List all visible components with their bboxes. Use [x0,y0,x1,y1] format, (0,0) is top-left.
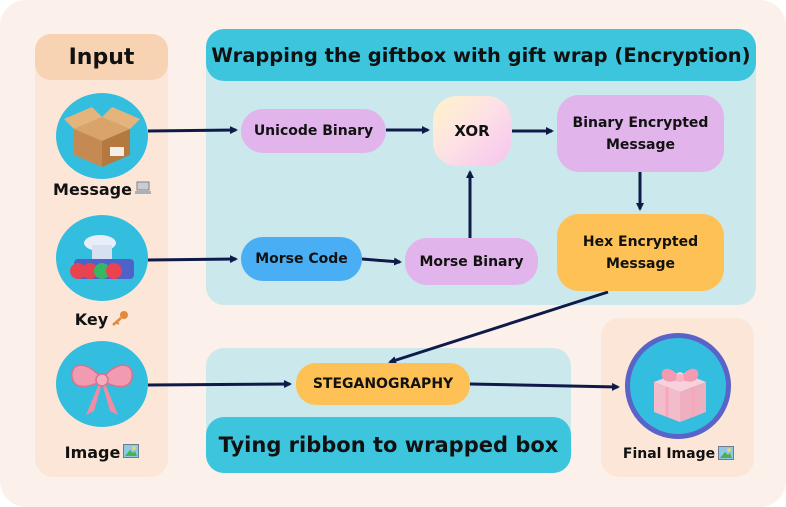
key-icon [111,310,129,329]
key-image [56,215,148,301]
input-header: Input [35,34,168,80]
message-label: Message [42,177,162,201]
hex-encrypted-node: Hex Encrypted Message [557,214,724,291]
picture-icon [123,443,140,461]
image-text: Image [64,442,121,462]
arrow-hex-to-steg [388,290,609,364]
encryption-header: Wrapping the giftbox with gift wrap (Enc… [206,29,756,81]
key-label: Key [42,307,162,331]
message-image [56,93,148,179]
image-label: Image [42,440,162,464]
morse-code-node: Morse Code [241,237,362,281]
picture-icon [718,445,735,463]
arrow-image-to-steg [147,380,292,389]
arrow-message-to-unicode [147,126,238,135]
final-image-label: Final Image [606,443,751,465]
bow-icon [71,364,133,415]
binary-encrypted-node: Binary Encrypted Message [557,95,724,172]
steganography-header: Tying ribbon to wrapped box [206,417,571,473]
unicode-binary-node: Unicode Binary [241,109,386,153]
computer-icon [134,181,151,198]
final-image-text: Final Image [622,446,716,462]
final-image [630,338,726,434]
message-text: Message [53,179,132,199]
keys-bundle-icon [70,235,134,279]
morse-binary-node: Morse Binary [405,238,538,285]
gift-box-icon [654,368,706,422]
ribbon-image [56,341,148,427]
arrow-key-to-morse [147,255,238,264]
steganography-node: STEGANOGRAPHY [296,363,470,405]
box-icon [64,107,140,167]
xor-node: XOR [433,96,511,166]
arrow-steg-to-final [469,382,620,391]
key-text: Key [74,309,109,329]
arrow-morse-to-morsebinary [361,257,402,266]
